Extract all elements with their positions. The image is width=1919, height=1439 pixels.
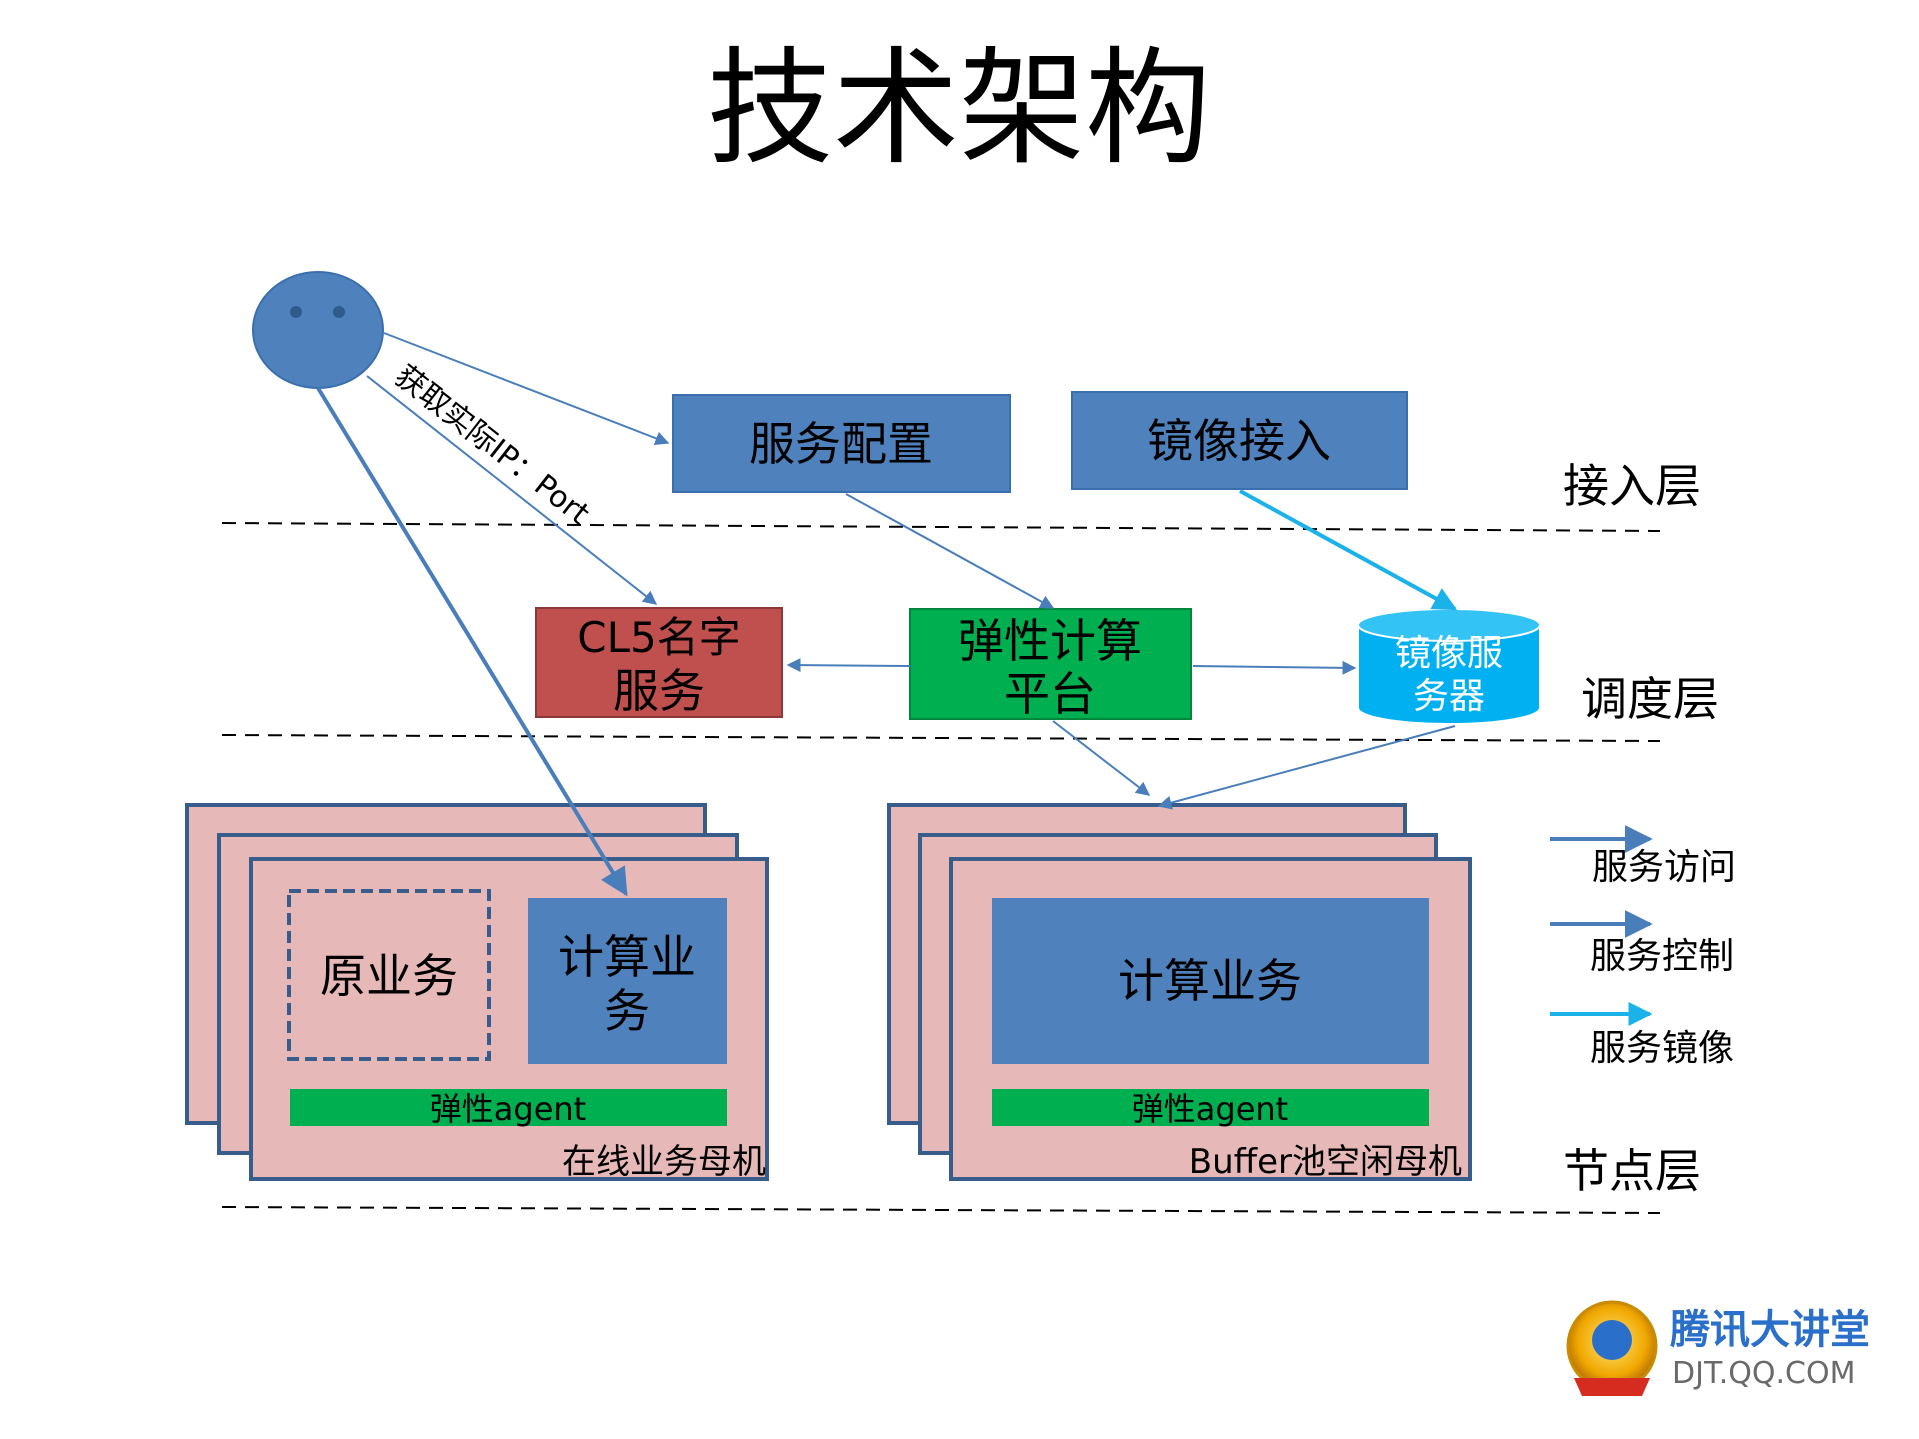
image-access-box: 镜像接入 [1071, 391, 1408, 490]
separator-access [221, 522, 1661, 532]
tencent-lecture-logo: 腾讯大讲堂 DJT.QQ.COM [1566, 1300, 1870, 1396]
edge-image-access-to-server [1239, 489, 1458, 611]
edge-platform-to-image-server [1192, 660, 1357, 675]
image-access-label: 镜像接入 [1147, 414, 1331, 468]
edge-config-to-platform [845, 493, 1055, 609]
elastic-platform-line1: 弹性计算 [958, 614, 1142, 668]
edge-platform-to-cl5 [786, 658, 911, 673]
layer-label-dispatch: 调度层 [1581, 672, 1719, 726]
elastic-compute-platform-box: 弹性计算 平台 [909, 608, 1192, 721]
online-compute-line2: 务 [604, 984, 650, 1038]
buffer-host-caption: Buffer池空闲母机 [1189, 1142, 1462, 1182]
logo-name: 腾讯大讲堂 [1670, 1307, 1870, 1353]
edge-user-to-service-config [383, 332, 670, 445]
buffer-compute-box [992, 898, 1429, 1064]
online-host-caption: 在线业务母机 [562, 1142, 766, 1182]
image-server-cylinder: 镜像服 务器 [1357, 608, 1541, 725]
legend: 服务访问 服务控制 服务镜像 [1550, 825, 1736, 1069]
edge-platform-to-buffer [1052, 720, 1151, 796]
separator-dispatch [221, 734, 1661, 742]
online-agent-label: 弹性agent [430, 1090, 586, 1128]
image-server-line2: 务器 [1413, 676, 1485, 717]
buffer-host-stack: 计算业务 弹性agent Buffer池空闲母机 [887, 803, 1472, 1182]
edge-image-server-to-buffer [1157, 725, 1456, 810]
edge-user-to-cl5 [366, 375, 658, 605]
user-eye-right [333, 306, 345, 318]
layer-separators [221, 522, 1661, 1214]
layer-label-access: 接入层 [1563, 459, 1701, 513]
separator-node [221, 1206, 1661, 1214]
logo-ribbon-icon [1574, 1378, 1650, 1396]
legend-label-access: 服务访问 [1592, 847, 1736, 888]
original-service-box [287, 889, 491, 1061]
user-eye-left [290, 306, 302, 318]
cl5-name-service-box: CL5名字 服务 [535, 607, 783, 718]
page-title: 技术架构 [707, 35, 1211, 182]
user-avatar [252, 271, 384, 389]
logo-url: DJT.QQ.COM [1672, 1356, 1855, 1391]
online-host-stack: 原业务 计算业 务 弹性agent 在线业务母机 [185, 803, 769, 1182]
online-agent-bar [290, 1089, 727, 1126]
buffer-agent-label: 弹性agent [1132, 1090, 1288, 1128]
edge-label-get-ip-port: 获取实际IP：Port [388, 359, 596, 532]
service-config-label: 服务配置 [749, 417, 933, 471]
logo-bell-icon [1592, 1320, 1632, 1360]
online-compute-box [528, 898, 727, 1064]
online-compute-line1: 计算业 [558, 930, 696, 984]
user-icon [252, 271, 384, 389]
cl5-label-line1: CL5名字 [577, 613, 740, 662]
legend-label-control: 服务控制 [1590, 936, 1734, 977]
elastic-platform-line2: 平台 [1004, 667, 1096, 721]
buffer-agent-bar [992, 1089, 1429, 1126]
buffer-compute-label: 计算业务 [1118, 954, 1302, 1008]
service-config-box: 服务配置 [672, 394, 1011, 493]
cl5-label-line2: 服务 [613, 664, 705, 718]
image-server-line1: 镜像服 [1395, 633, 1503, 674]
original-service-label: 原业务 [320, 949, 458, 1003]
layer-label-node: 节点层 [1563, 1144, 1701, 1198]
connectors [316, 332, 1458, 897]
edge-user-to-online-compute [316, 386, 628, 897]
legend-label-image: 服务镜像 [1590, 1028, 1734, 1069]
